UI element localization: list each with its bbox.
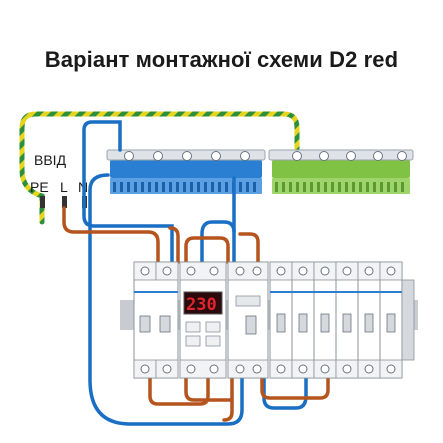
phase-wires [62,206,330,422]
contactor-module [227,261,269,379]
relay-display: 230 [186,295,217,315]
neutral-wires [82,120,308,426]
l-wire-end [62,196,67,208]
terminal-pe-label: PE [30,179,49,195]
ground-busbar [268,149,414,194]
diagram-title: Варіант монтажної схеми D2 red [44,47,399,72]
voltage-relay-module: 230 [179,261,227,379]
terminal-l-label: L [60,179,68,195]
pe-wire-end [40,196,45,208]
ground-wire [19,111,300,225]
rcd-module [133,261,179,379]
rail-end-stop [401,279,415,361]
circuit-breakers [269,261,403,379]
neutral-busbar [106,149,266,194]
input-label: ВВІД [34,152,67,168]
